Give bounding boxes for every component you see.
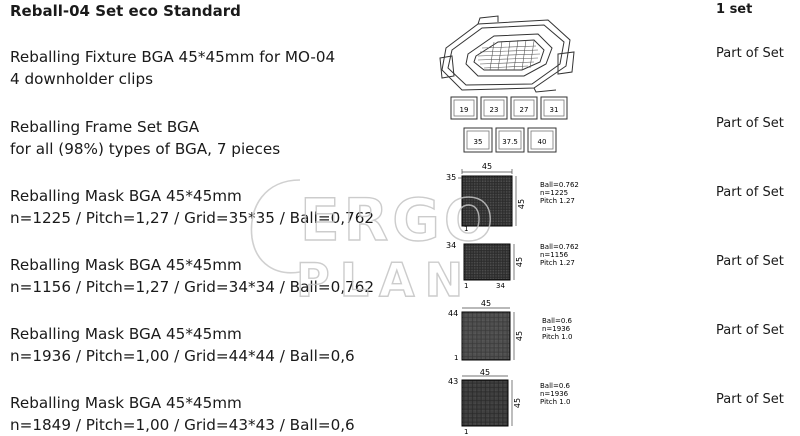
item-row-mask-1936: Reballing Mask BGA 45*45mm n=1936 / Pitc… <box>10 323 355 367</box>
item-row-mask-1156: Reballing Mask BGA 45*45mm n=1156 / Pitc… <box>10 254 374 298</box>
mask-ball-label: Ball=0.6 <box>542 317 573 325</box>
item-detail: n=1156 / Pitch=1,27 / Grid=34*34 / Ball=… <box>10 278 375 296</box>
item-detail: for all (98%) types of BGA, 7 pieces <box>10 140 281 158</box>
mask-grid-label: 35 <box>446 173 456 182</box>
item-name: Reballing Mask BGA 45*45mm <box>10 256 242 274</box>
fixture-drawing <box>439 15 575 93</box>
mask-index-label: 1 <box>464 225 468 233</box>
mask-drawing-1849: 45 43 45 1 Ball=0.6 n=1936 Pitch 1.0 <box>448 368 571 436</box>
mask-dim-label: 45 <box>481 299 491 308</box>
item-row-fixture: Reballing Fixture BGA 45*45mm for MO-04 … <box>10 46 335 90</box>
mask-pitch-label: Pitch 1.27 <box>540 197 575 205</box>
frame-size-label: 35 <box>474 138 483 146</box>
item-name: Reballing Mask BGA 45*45mm <box>10 325 242 343</box>
mask-ball-label: Ball=0.762 <box>540 243 579 251</box>
frame-size-label: 31 <box>550 106 559 114</box>
set-title: Reball-04 Set eco Standard <box>10 2 241 20</box>
mask-pitch-label: Pitch 1.0 <box>540 398 570 406</box>
item-status: Part of Set <box>716 185 784 200</box>
mask-count-label: n=1936 <box>540 390 569 398</box>
mask-pitch-label: Pitch 1.0 <box>542 333 572 341</box>
mask-dim-label: 45 <box>513 398 522 408</box>
mask-dim-label: 45 <box>517 199 526 209</box>
frame-size-label: 27 <box>520 106 529 114</box>
mask-count-label: n=1225 <box>540 189 568 197</box>
frame-size-label: 37.5 <box>502 138 518 146</box>
mask-drawing-1225: 45 35 45 1 Ball=0.762 n=1225 Pitch 1.27 <box>446 162 579 233</box>
item-name: Reballing Mask BGA 45*45mm <box>10 394 242 412</box>
mask-drawing-1936: 45 44 45 1 Ball=0.6 n=1936 Pitch 1.0 <box>448 299 573 362</box>
mask-index-label: 1 <box>464 282 468 290</box>
item-row-mask-1849: Reballing Mask BGA 45*45mm n=1849 / Pitc… <box>10 392 355 436</box>
item-status: Part of Set <box>716 116 784 131</box>
mask-dim-label: 45 <box>515 331 524 341</box>
mask-ball-label: Ball=0.6 <box>540 382 571 390</box>
item-name: Reballing Frame Set BGA <box>10 118 200 136</box>
mask-dim-label: 45 <box>515 257 524 267</box>
item-row-frame-set: Reballing Frame Set BGA for all (98%) ty… <box>10 116 280 160</box>
mask-index-label: 1 <box>464 428 468 436</box>
set-quantity: 1 set <box>716 2 753 17</box>
item-detail: n=1849 / Pitch=1,00 / Grid=43*43 / Ball=… <box>10 416 355 434</box>
item-name: Reballing Mask BGA 45*45mm <box>10 187 242 205</box>
mask-grid-label: 43 <box>448 377 458 386</box>
mask-dim-label: 45 <box>482 162 492 171</box>
item-status: Part of Set <box>716 46 784 61</box>
item-status: Part of Set <box>716 254 784 269</box>
mask-grid-label: 34 <box>496 282 505 290</box>
mask-count-label: n=1156 <box>540 251 569 259</box>
item-detail: 4 downholder clips <box>10 70 154 88</box>
frame-set-drawing: 19 23 27 31 35 37.5 40 <box>450 96 568 153</box>
item-detail: n=1225 / Pitch=1,27 / Grid=35*35 / Ball=… <box>10 209 375 227</box>
mask-grid-label: 34 <box>446 241 456 250</box>
item-row-mask-1225: Reballing Mask BGA 45*45mm n=1225 / Pitc… <box>10 185 374 229</box>
mask-dim-label: 45 <box>480 368 490 377</box>
frame-size-label: 19 <box>460 106 469 114</box>
frame-size-label: 23 <box>490 106 499 114</box>
mask-drawing-1156: 34 45 1 34 Ball=0.762 n=1156 Pitch 1.27 <box>446 241 579 290</box>
mask-grid-label: 44 <box>448 309 458 318</box>
item-status: Part of Set <box>716 392 784 407</box>
mask-index-label: 1 <box>454 354 458 362</box>
mask-count-label: n=1936 <box>542 325 571 333</box>
frame-size-label: 40 <box>538 138 547 146</box>
mask-pitch-label: Pitch 1.27 <box>540 259 575 267</box>
item-detail: n=1936 / Pitch=1,00 / Grid=44*44 / Ball=… <box>10 347 355 365</box>
item-status: Part of Set <box>716 323 784 338</box>
mask-ball-label: Ball=0.762 <box>540 181 579 189</box>
item-name: Reballing Fixture BGA 45*45mm for MO-04 <box>10 48 336 66</box>
